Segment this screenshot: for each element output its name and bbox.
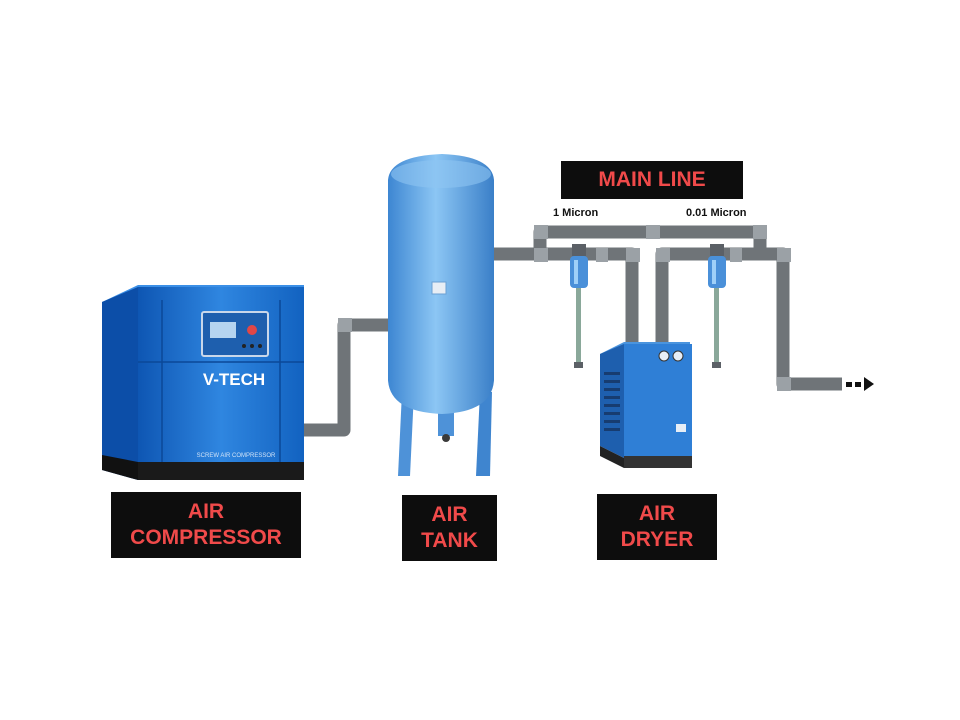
main-line-text: MAIN LINE [598,168,706,191]
tank-label-line1: AIR [431,503,468,526]
filter-two-label: 0.01 Micron [686,207,747,219]
air-compressor-label: AIR COMPRESSOR [111,492,301,558]
air-dryer-label: AIR DRYER [597,494,717,560]
filter-one-label: 1 Micron [553,207,599,219]
dryer-label-line2: DRYER [620,528,694,551]
compressor-subtitle: SCREW AIR COMPRESSOR [197,453,276,459]
compressor-brand: V-TECH [203,370,265,389]
air-tank-label: AIR TANK [402,495,497,561]
air-compressor [102,285,304,480]
compressor-label-line2: COMPRESSOR [130,526,282,549]
air-tank [388,154,494,476]
filter-two [708,244,726,368]
pipe-fittings [338,225,791,391]
main-line-label: MAIN LINE [561,161,743,199]
main-outlet-pipe [760,247,842,391]
filter-one [570,244,588,368]
dryer-label-line1: AIR [638,502,676,525]
compressor-label-line1: AIR [187,500,225,523]
air-dryer [600,342,692,468]
tank-label-line2: TANK [421,529,478,552]
downstream-arrow [846,377,874,391]
compressor-outlet-pipe [302,318,390,437]
